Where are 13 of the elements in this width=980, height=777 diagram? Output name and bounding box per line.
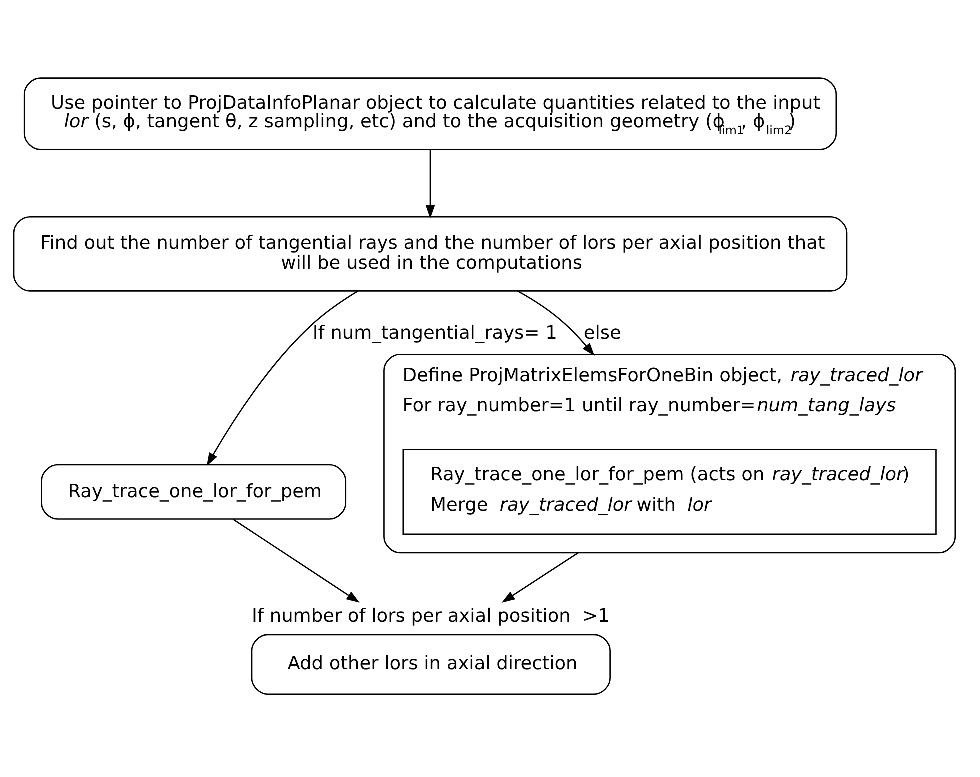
node-label: If number of lors per axial position >1 bbox=[252, 605, 610, 626]
node-box: Ray_trace_one_lor_for_pem bbox=[41, 464, 347, 520]
arrow bbox=[426, 150, 436, 218]
arrow bbox=[233, 518, 360, 602]
arrow bbox=[517, 290, 595, 356]
edge-label: If num_tangential_rays= 1 bbox=[312, 322, 558, 344]
arrow bbox=[502, 552, 579, 602]
edge-label: else bbox=[584, 322, 622, 344]
node-box: Ray_trace_one_lor_for_pem (acts on ray_traced_lor) Merge ray_traced_lor with lor bbox=[402, 448, 937, 535]
node-box: Use pointer to ProjDataInfoPlanar object to calculate quantities related to the input lor (s, ϕ, tangent θ, z sampling, etc) and to the acquisition geometry (ϕ$_{lim1}$, ϕ$_{lim2}$) bbox=[24, 77, 838, 150]
arrow bbox=[206, 290, 358, 466]
node-box: Find out the number of tangential rays and the number of lors per axial position that will be used in the computations bbox=[13, 216, 848, 292]
node-box: Add other lors in axial direction bbox=[251, 634, 611, 695]
